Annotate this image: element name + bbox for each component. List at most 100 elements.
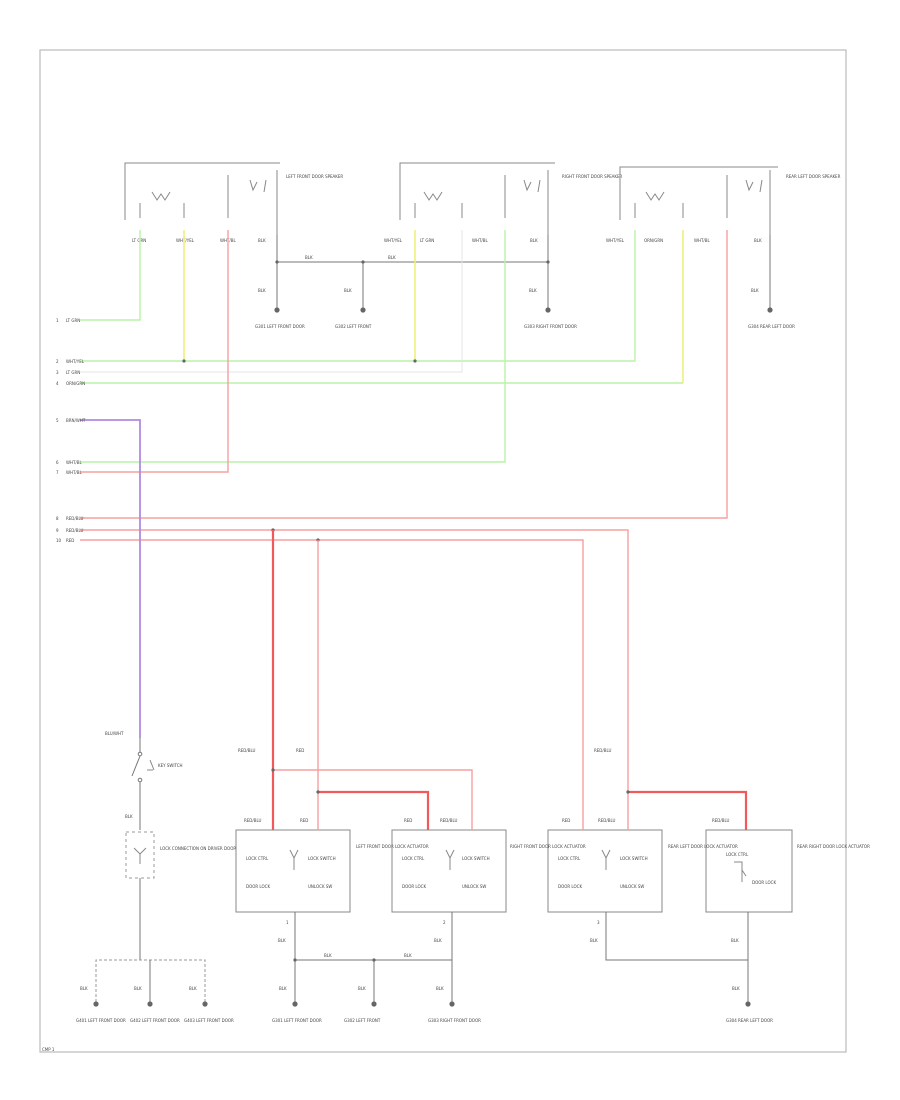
module-1-inner-4: UNLOCK SW: [308, 884, 332, 889]
module-1-inner-3: LOCK SWITCH: [308, 856, 336, 861]
module-right-front: LOCK CTRL DOOR LOCK LOCK SWITCH UNLOCK S…: [391, 818, 586, 913]
top-wires: [80, 230, 728, 820]
bottom-ground-6-wire: BLK: [436, 986, 444, 991]
module-3-inner-3: LOCK SWITCH: [620, 856, 648, 861]
top-connector-2-pin-3: WHT/BL: [472, 238, 488, 243]
module-1-inner-2: DOOR LOCK: [246, 884, 270, 889]
terminal-4-wire: ORN/GRN: [66, 381, 85, 386]
top-ground-1: BLK G301 LEFT FRONT DOOR: [255, 288, 305, 329]
terminal-3-wire: LT GRN: [66, 370, 80, 375]
module-2-inner-3: LOCK SWITCH: [462, 856, 490, 861]
terminal-1-wire: LT GRN: [66, 318, 80, 323]
terminal-2-wire: WHT/YEL: [66, 359, 85, 364]
module-1-pin: 1: [286, 920, 289, 925]
module-3-inner-2: DOOR LOCK: [558, 884, 582, 889]
module-3-pin: 3: [597, 920, 600, 925]
key-switch-wire: BLU/WHT: [105, 731, 124, 736]
module-4-inner-2: DOOR LOCK: [752, 880, 776, 885]
top-connector-2-pin-1: WHT/YEL: [384, 238, 403, 243]
terminal-5-pin: 5: [56, 418, 59, 423]
module-3-desc: REAR LEFT DOOR LOCK ACTUATOR: [668, 844, 738, 849]
terminal-1-pin: 1: [56, 318, 59, 323]
lock-control-desc: LOCK CONNECTION ON DRIVER DOOR: [160, 846, 236, 851]
bottom-ground-1-desc: G401 LEFT FRONT DOOR: [76, 1018, 126, 1023]
top-connector-3: WHT/YEL ORN/GRN WHT/BL BLK REAR LEFT DOO…: [606, 166, 841, 243]
bottom-ground-6-desc: G303 RIGHT FRONT DOOR: [428, 1018, 481, 1023]
top-connector-2-desc: RIGHT FRONT DOOR SPEAKER: [562, 174, 623, 179]
bottom-bus-label-1: BLK: [324, 953, 332, 958]
module-2-inner-2: DOOR LOCK: [402, 884, 426, 889]
module-2-top-label-1: RED: [404, 818, 412, 823]
terminal-9-wire: RED/BLU: [66, 528, 84, 533]
lower-red-wires: RED/BLU RED RED/BLU: [238, 530, 748, 830]
terminal-8-wire: RED/BLU: [66, 516, 84, 521]
bottom-ground-5: BLK G302 LEFT FRONT: [344, 986, 381, 1023]
top-connector-3-pin-2: ORN/GRN: [644, 238, 663, 243]
terminal-2-pin: 2: [56, 359, 59, 364]
module-1-inner-1: LOCK CTRL: [246, 856, 269, 861]
top-ground-2-wire: BLK: [344, 288, 352, 293]
terminal-9-pin: 9: [56, 528, 59, 533]
top-connector-2: WHT/YEL LT GRN WHT/BL BLK RIGHT FRONT DO…: [384, 162, 623, 243]
riser-label-1: RED/BLU: [238, 748, 256, 753]
module-4-top-label-1: RED/BLU: [712, 818, 730, 823]
bottom-ground-7: BLK G304 REAR LEFT DOOR: [726, 986, 773, 1023]
module-4-bottom-wire: BLK: [731, 938, 739, 943]
wire-brn-wht: [80, 419, 141, 738]
module-1-top-label-2: RED: [300, 818, 308, 823]
module-2-bottom-wire: BLK: [434, 938, 442, 943]
top-connector-1-pin-1: LT GRN: [132, 238, 146, 243]
bottom-ground-4-wire: BLK: [279, 986, 287, 991]
module-rear-right: LOCK CTRL DOOR LOCK RED/BLU REAR RIGHT D…: [705, 818, 870, 913]
module-3-inner-4: UNLOCK SW: [620, 884, 644, 889]
module-4-inner-1: LOCK CTRL: [726, 852, 749, 857]
riser-label-3: RED/BLU: [594, 748, 612, 753]
terminal-7-wire: WHT/BL: [66, 470, 82, 475]
top-ground-4-desc: G304 REAR LEFT DOOR: [748, 324, 795, 329]
module-3-inner-1: LOCK CTRL: [558, 856, 581, 861]
top-ground-3: BLK G303 RIGHT FRONT DOOR: [524, 288, 577, 329]
module-3-top-label-1: RED: [562, 818, 570, 823]
bottom-ground-3: BLK G403 LEFT FRONT DOOR: [184, 986, 234, 1023]
left-ground-distribution: [95, 959, 206, 1002]
key-switch: BLU/WHT KEY SWITCH BLK: [105, 731, 183, 830]
top-ground-bus: BLK BLK: [275, 235, 771, 308]
module-2-pin: 2: [443, 920, 446, 925]
bottom-ground-2-desc: G402 LEFT FRONT DOOR: [130, 1018, 180, 1023]
terminal-5-wire: BRN/WHT: [66, 418, 86, 423]
terminal-10-wire: RED: [66, 538, 74, 543]
left-terminal-block: 1 LT GRN 2 WHT/YEL 3 LT GRN 4 ORN/GRN 5 …: [56, 318, 86, 543]
terminal-6-pin: 6: [56, 460, 59, 465]
key-switch-desc: KEY SWITCH: [158, 763, 183, 768]
bottom-ground-bus: BLK BLK 1 2 3 BLK BLK BLK BLK: [278, 912, 749, 1002]
terminal-3-pin: 3: [56, 370, 59, 375]
top-ground-2: BLK G302 LEFT FRONT: [335, 288, 372, 329]
top-connector-1: LT GRN WHT/YEL WHT/BL BLK LEFT FRONT DOO…: [124, 162, 343, 243]
top-ground-3-wire: BLK: [529, 288, 537, 293]
top-ground-2-desc: G302 LEFT FRONT: [335, 324, 372, 329]
bottom-ground-3-wire: BLK: [189, 986, 197, 991]
top-ground-1-desc: G301 LEFT FRONT DOOR: [255, 324, 305, 329]
footer-label: CMP 1: [42, 1047, 55, 1052]
bottom-ground-3-desc: G403 LEFT FRONT DOOR: [184, 1018, 234, 1023]
bottom-ground-4-desc: G301 LEFT FRONT DOOR: [272, 1018, 322, 1023]
module-1-bottom-wire: BLK: [278, 938, 286, 943]
top-connector-1-ground-wire: BLK: [258, 238, 266, 243]
module-2-inner-4: UNLOCK SW: [462, 884, 486, 889]
lock-control: LOCK CONNECTION ON DRIVER DOOR: [125, 831, 236, 960]
bottom-ground-7-wire: BLK: [732, 986, 740, 991]
top-connector-2-pin-2: LT GRN: [420, 238, 434, 243]
bottom-ground-7-desc: G304 REAR LEFT DOOR: [726, 1018, 773, 1023]
top-bus-label-2: BLK: [388, 255, 396, 260]
top-bus-label-1: BLK: [305, 255, 313, 260]
top-connector-2-ground-wire: BLK: [530, 238, 538, 243]
terminal-6-wire: WHT/BL: [66, 460, 82, 465]
bottom-ground-5-wire: BLK: [358, 986, 366, 991]
terminal-10-pin: 10: [56, 538, 62, 543]
bottom-ground-2-wire: BLK: [134, 986, 142, 991]
top-connector-3-desc: REAR LEFT DOOR SPEAKER: [786, 174, 841, 179]
terminal-4-pin: 4: [56, 381, 59, 386]
module-1-top-label-1: RED/BLU: [244, 818, 262, 823]
top-connector-3-pin-3: WHT/BL: [694, 238, 710, 243]
